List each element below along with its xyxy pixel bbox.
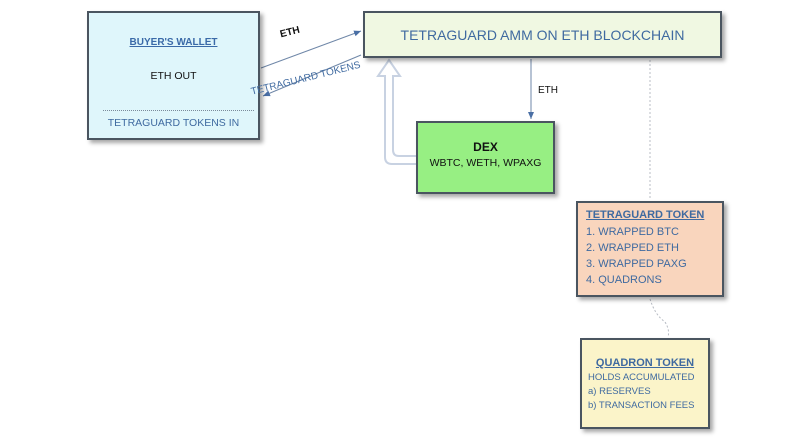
quadron-token-title: QUADRON TOKEN [595,357,695,369]
buyers-wallet-title: BUYER'S WALLET [129,37,218,48]
buyers-wallet-box: BUYER'S WALLET ETH OUT TETRAGUARD TOKENS… [87,11,260,140]
amm-title: TETRAGUARD AMM ON ETH BLOCKCHAIN [400,26,685,43]
eth-out-label: ETH OUT [150,70,197,82]
edge-label-tetraguard-tokens: TETRAGUARD TOKENS [250,59,362,98]
edge-label-eth-to-amm: ETH [278,24,302,41]
dex-title: DEX [473,140,498,154]
edge-tetraguard-to-quadron [649,298,670,338]
tetraguard-token-item: 4. QUADRONS [586,274,662,286]
dex-box: DEX WBTC, WETH, WPAXG [416,121,555,194]
quadron-token-box: QUADRON TOKEN HOLDS ACCUMULATED a) RESER… [580,338,710,429]
tetraguard-token-item: 1. WRAPPED BTC [586,226,679,238]
tetraguard-token-item: 3. WRAPPED PAXG [586,258,687,270]
amm-box: TETRAGUARD AMM ON ETH BLOCKCHAIN [363,11,722,58]
tokens-in-label: TETRAGUARD TOKENS IN [107,117,240,129]
quadron-token-item: a) RESERVES [588,386,651,397]
edge-dex-to-amm-block-arrow [376,58,416,165]
quadron-token-item: HOLDS ACCUMULATED [588,372,695,383]
tetraguard-token-item: 2. WRAPPED ETH [586,242,679,254]
tetraguard-token-title: TETRAGUARD TOKEN [586,209,705,221]
edge-label-eth-to-dex: ETH [538,85,558,96]
wallet-divider [103,110,254,111]
dex-assets: WBTC, WETH, WPAXG [429,157,542,169]
tetraguard-token-box: TETRAGUARD TOKEN 1. WRAPPED BTC 2. WRAPP… [576,201,724,297]
quadron-token-item: b) TRANSACTION FEES [588,400,695,411]
